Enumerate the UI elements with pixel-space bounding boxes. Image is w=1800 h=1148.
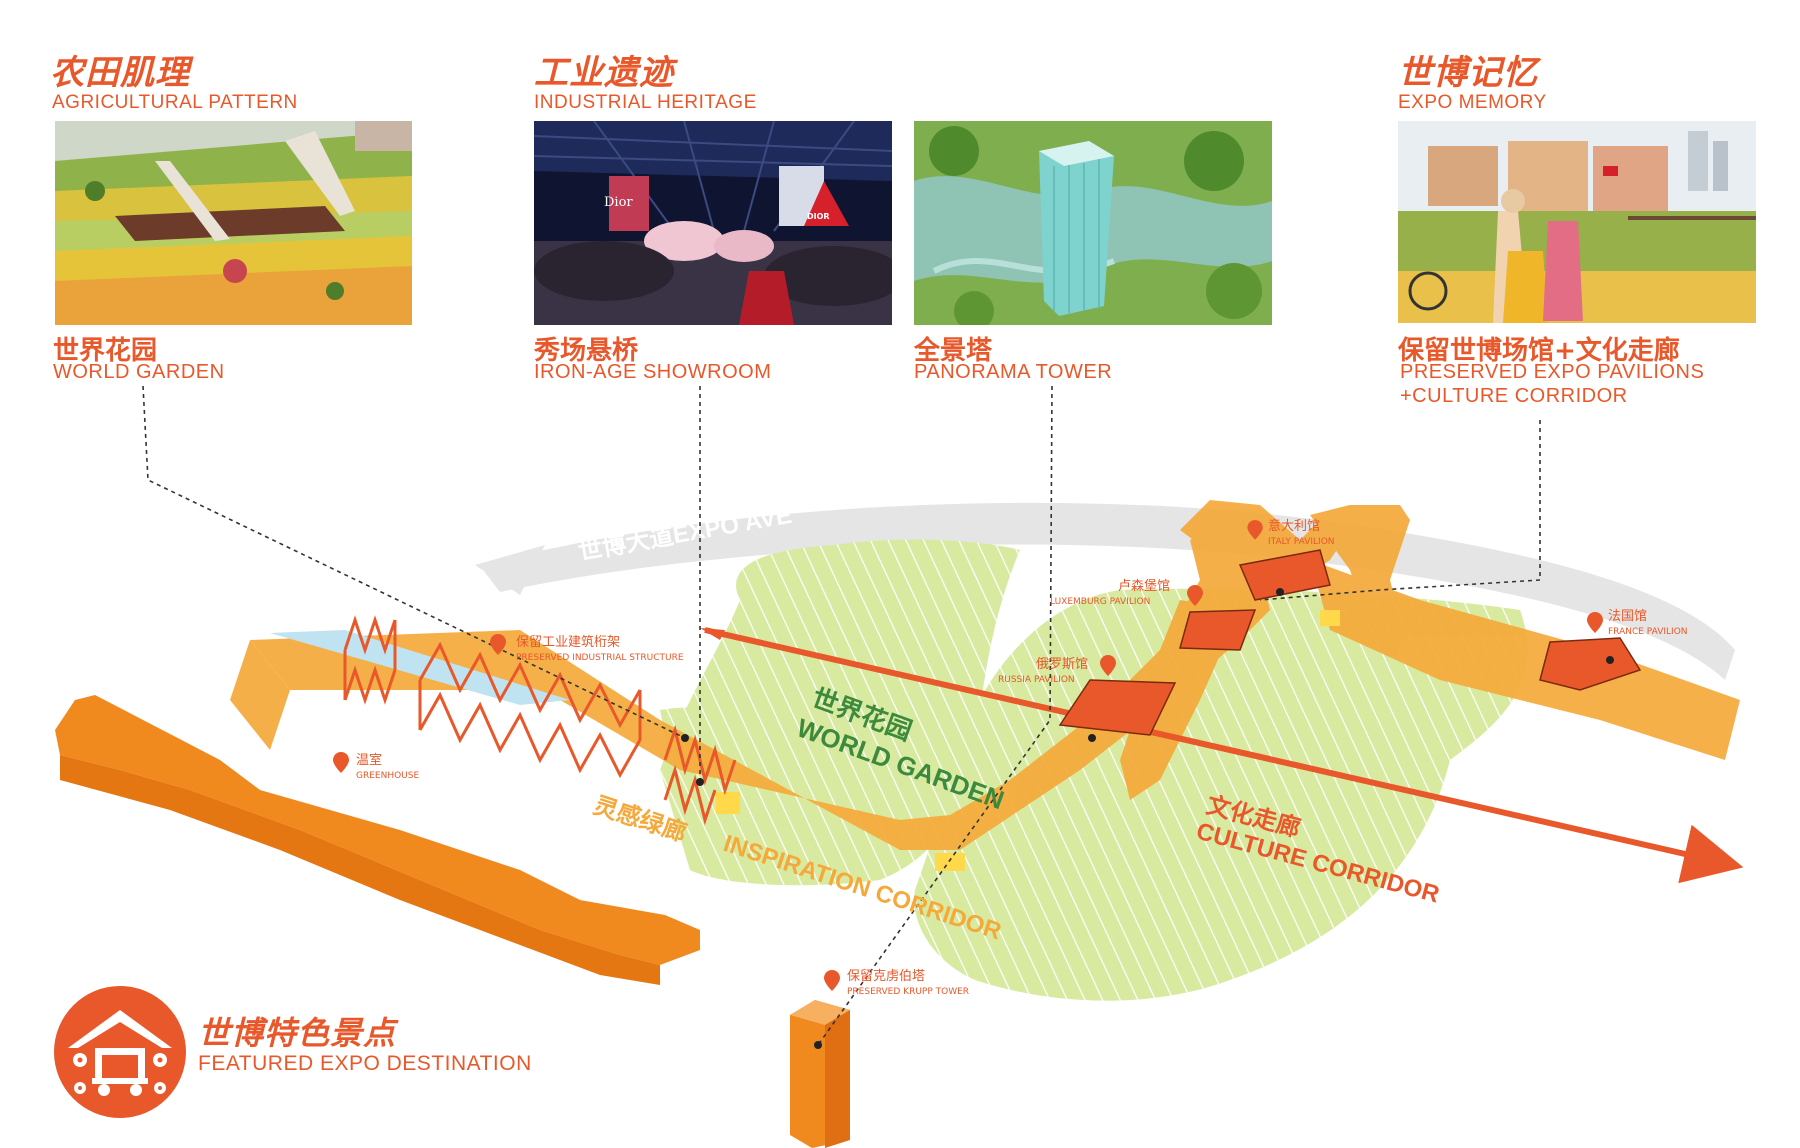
legend-title-cn: 世博特色景点 [198,1014,397,1052]
france-pavilion-label-cn: 法国馆 [1608,609,1647,624]
leader-dots [681,588,1614,1049]
industrial-truss [343,615,737,826]
expo-ave-road [475,502,1735,680]
pavilions-caption-cn: 保留世博场馆+文化走廊 [1398,336,1680,366]
italy-pavilion-block [1238,549,1331,601]
industrial-heritage-title-en: INDUSTRIAL HERITAGE [534,92,757,113]
dior-banner-sign: DIOR [807,212,830,221]
industrial-heritage-title-cn: 工业遗迹 [534,53,674,93]
france-pavilion-pin: 法国馆 FRANCE PAVILION [1587,609,1688,637]
pavilions-caption-en-line1: PRESERVED EXPO PAVILIONS [1400,361,1705,383]
russia-pavilion-block [1058,679,1177,736]
expo-ave-arrowhead [475,545,545,595]
panorama-tower-caption-cn: 全景塔 [914,336,993,366]
agricultural-pattern-title-en: AGRICULTURAL PATTERN [52,92,298,113]
krupp-tower-label-cn: 保留克虏伯塔 [847,969,925,984]
russia-pavilion-label-en: RUSSIA PAVILION [998,675,1075,685]
luxemburg-pavilion-pin: 卢森堡馆 LUXEMBURG PAVILION [1050,578,1203,607]
krupp-tower-label-en: PRESERVED KRUPP TOWER [847,987,969,997]
italy-pavilion-pin: 意大利馆 ITALY PAVILION [1247,518,1335,547]
world-garden-caption-en: WORLD GARDEN [53,361,225,383]
industrial-building-side [60,755,660,985]
expo-memory-photo [1398,121,1756,323]
italy-pavilion-label-cn: 意大利馆 [1268,518,1320,534]
legend-title-en: FEATURED EXPO DESTINATION [198,1052,532,1075]
world-garden-zone-right [914,588,1528,1001]
corridor-highlight [935,853,965,871]
industrial-structure-label-en: PRESERVED INDUSTRIAL STRUCTURE [516,653,684,663]
showroom-photo: Dior DIOR [534,121,892,325]
france-pavilion-label-en: FRANCE PAVILION [1608,627,1688,637]
russia-pavilion-pin: 俄罗斯馆 RUSSIA PAVILION [998,655,1116,685]
dior-sign: Dior [604,195,633,210]
corridor-highlight-3 [716,792,740,814]
greenhouse-label-en: GREENHOUSE [356,771,419,781]
expo-memory-title-cn: 世博记忆 [1398,53,1538,93]
panorama-tower-photo [914,121,1272,325]
panorama-tower-caption-en: PANORAMA TOWER [914,361,1113,383]
culture-corridor-line [704,627,1744,884]
agricultural-pattern-title-cn: 农田肌理 [50,53,190,93]
greenhouse-pin: 温室 GREENHOUSE [333,752,419,781]
legend-house-icon [54,986,186,1118]
expo-memory-title-en: EXPO MEMORY [1398,92,1547,113]
luxemburg-pavilion-label-cn: 卢森堡馆 [1118,578,1170,594]
france-pavilion-block [1539,637,1642,691]
corridor-highlight-2 [1320,610,1340,626]
luxemburg-pavilion-block [1179,609,1257,651]
krupp-tower [790,1000,850,1148]
luxemburg-pavilion-label-en: LUXEMBURG PAVILION [1050,597,1150,607]
leader-lines [142,385,1541,1046]
russia-pavilion-label-cn: 俄罗斯馆 [1036,657,1088,672]
industrial-building [55,695,700,965]
world-garden-caption-cn: 世界花园 [53,336,158,366]
industrial-structure-pin: 保留工业建筑桁架 PRESERVED INDUSTRIAL STRUCTURE [490,634,684,663]
industrial-structure-label-cn: 保留工业建筑桁架 [516,634,620,650]
showroom-caption-cn: 秀场悬桥 [534,336,639,366]
italy-pavilion-label-en: ITALY PAVILION [1268,537,1335,547]
krupp-tower-pin: 保留克虏伯塔 PRESERVED KRUPP TOWER [824,969,969,997]
world-garden-photo [55,121,412,325]
pavilions-caption-en-line2: +CULTURE CORRIDOR [1400,385,1628,407]
showroom-caption-en: IRON-AGE SHOWROOM [534,361,772,383]
walkway-network [230,500,1740,850]
greenhouse-label-cn: 温室 [356,752,382,768]
